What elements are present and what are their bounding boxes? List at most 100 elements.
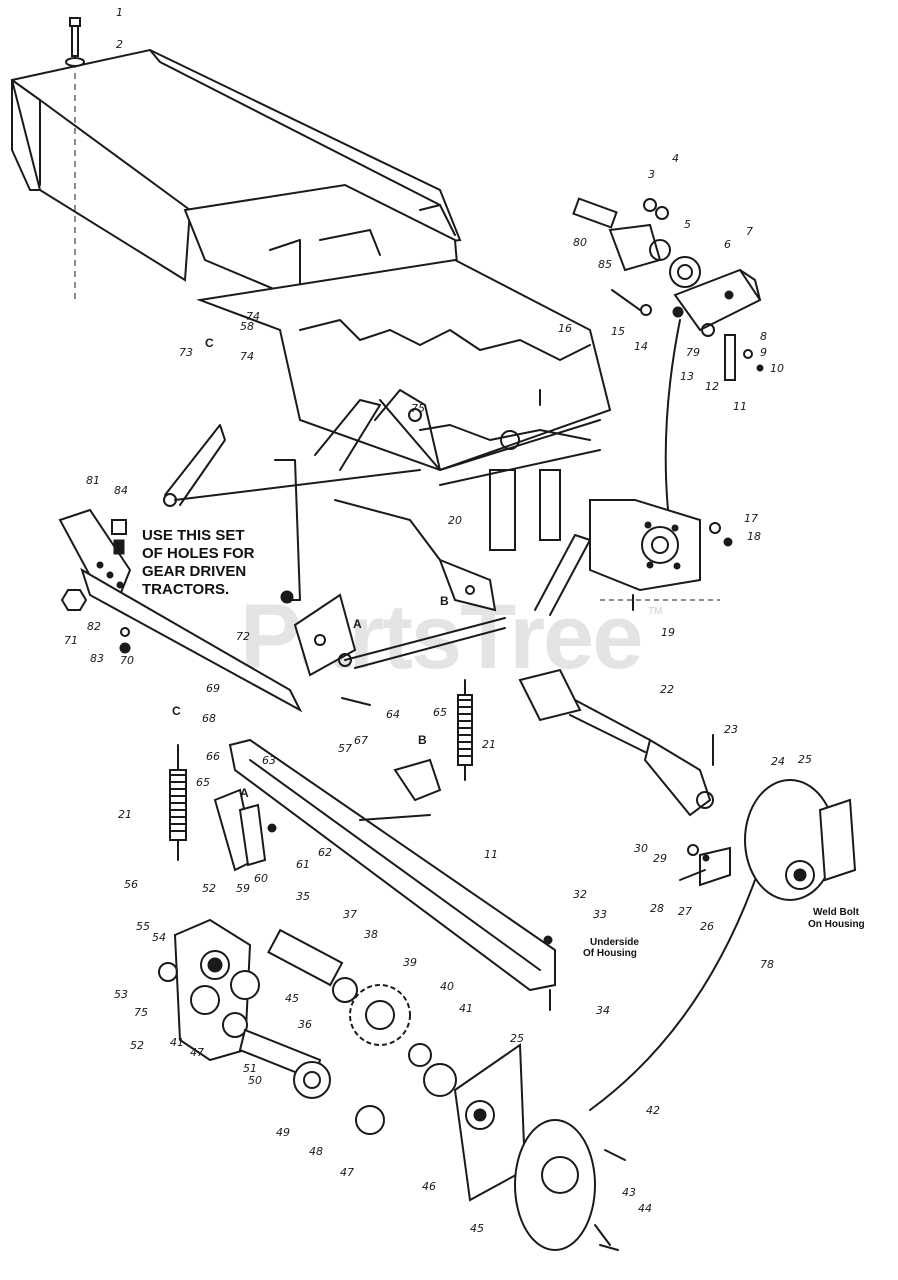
callout-number: 47 xyxy=(340,1166,354,1179)
callout-number: 20 xyxy=(448,514,462,527)
section-letter: A xyxy=(353,617,362,631)
callout-number: 84 xyxy=(114,484,128,497)
callout-number: 7 xyxy=(746,225,753,238)
callout-number: 12 xyxy=(705,380,719,393)
callout-number: 57 xyxy=(338,742,352,755)
callout-number: 40 xyxy=(440,980,454,993)
callout-number: 3 xyxy=(648,168,655,181)
watermark-trademark: TM xyxy=(648,606,662,617)
callout-number: 58 xyxy=(240,320,254,333)
callout-number: 10 xyxy=(770,362,784,375)
callout-number: 41 xyxy=(170,1036,184,1049)
callout-number: 46 xyxy=(422,1180,436,1193)
callout-number: 45 xyxy=(285,992,299,1005)
callout-number: 2 xyxy=(116,38,123,51)
annotation-underside: Underside Of Housing xyxy=(583,937,639,959)
callout-number: 6 xyxy=(724,238,731,251)
callout-number: 79 xyxy=(686,346,700,359)
callout-number: 33 xyxy=(593,908,607,921)
callout-number: 21 xyxy=(482,738,496,751)
callout-number: 52 xyxy=(202,882,216,895)
lift-linkage xyxy=(163,319,720,677)
callout-number: 64 xyxy=(386,708,400,721)
callout-number: 9 xyxy=(760,346,767,359)
callout-number: 65 xyxy=(433,706,447,719)
callout-number: 41 xyxy=(459,1002,473,1015)
spring-left xyxy=(169,744,187,861)
callout-number: 78 xyxy=(760,958,774,971)
instruction-note: USE THIS SET OF HOLES FOR GEAR DRIVEN TR… xyxy=(142,527,255,598)
callout-number: 18 xyxy=(747,530,761,543)
callout-number: 24 xyxy=(771,755,785,768)
callout-number: 16 xyxy=(558,322,572,335)
callout-number: 53 xyxy=(114,988,128,1001)
callout-number: 28 xyxy=(650,902,664,915)
callout-number: 83 xyxy=(90,652,104,665)
annotation-weld-bolt: Weld Bolt On Housing xyxy=(808,907,865,930)
callout-number: 11 xyxy=(484,848,498,861)
section-letter: B xyxy=(440,594,449,608)
callout-number: 49 xyxy=(276,1126,290,1139)
callout-number: 23 xyxy=(724,723,738,736)
weld-bolt-line-2: On Housing xyxy=(808,919,865,930)
callout-number: 73 xyxy=(179,346,193,359)
callout-number: 56 xyxy=(124,878,138,891)
callout-number: 30 xyxy=(634,842,648,855)
callout-number: 59 xyxy=(236,882,250,895)
callout-number: 36 xyxy=(298,1018,312,1031)
callout-number: 42 xyxy=(646,1104,660,1117)
weld-bolt-line-1: Weld Bolt xyxy=(813,907,860,918)
callout-number: 21 xyxy=(118,808,132,821)
callout-number: 45 xyxy=(470,1222,484,1235)
callout-number: 4 xyxy=(672,152,679,165)
callout-number: 61 xyxy=(296,858,310,871)
callout-number: 80 xyxy=(573,236,587,249)
pulley-assembly xyxy=(679,779,857,901)
callout-number: 70 xyxy=(120,654,134,667)
callout-number: 74 xyxy=(240,350,254,363)
callout-number: 69 xyxy=(206,682,220,695)
callout-number: 13 xyxy=(680,370,694,383)
callout-number: 47 xyxy=(190,1046,204,1059)
pto-clutch-hardware xyxy=(539,197,764,611)
callout-number: 35 xyxy=(296,890,310,903)
callout-number: 17 xyxy=(744,512,758,525)
callout-number: 63 xyxy=(262,754,276,767)
tractor-hood-housing xyxy=(10,40,612,551)
callout-number: 60 xyxy=(254,872,268,885)
callout-number: 34 xyxy=(596,1004,610,1017)
note-line-3: GEAR DRIVEN xyxy=(142,563,246,580)
callout-number: 26 xyxy=(700,920,714,933)
callout-number: 51 xyxy=(243,1062,257,1075)
callout-number: 85 xyxy=(598,258,612,271)
callout-number: 5 xyxy=(684,218,691,231)
section-letter: B xyxy=(418,733,427,747)
callout-number: 74 xyxy=(246,310,260,323)
underside-line-1: Underside xyxy=(590,937,639,948)
callout-number: 27 xyxy=(678,905,692,918)
underside-line-2: Of Housing xyxy=(583,948,637,959)
callout-number: 75 xyxy=(411,402,425,415)
note-line-2: OF HOLES FOR xyxy=(142,545,255,562)
callout-number: 25 xyxy=(798,753,812,766)
callout-number: 11 xyxy=(733,400,747,413)
callout-number: 32 xyxy=(573,888,587,901)
lift-bar-assembly xyxy=(58,508,556,1011)
callout-number: 50 xyxy=(248,1074,262,1087)
callout-number: 43 xyxy=(622,1186,636,1199)
gear-case-assembly xyxy=(158,879,756,1251)
callout-number: 82 xyxy=(87,620,101,633)
drive-shaft-assembly xyxy=(518,668,714,817)
callout-number: 75 xyxy=(134,1006,148,1019)
callout-number: 44 xyxy=(638,1202,652,1215)
callout-number: 62 xyxy=(318,846,332,859)
spring-right xyxy=(457,679,473,781)
callout-number: 71 xyxy=(64,634,78,647)
callout-number: 52 xyxy=(130,1039,144,1052)
callout-number: 15 xyxy=(611,325,625,338)
section-letter: C xyxy=(172,704,181,718)
callout-number: 14 xyxy=(634,340,648,353)
callout-number: 37 xyxy=(343,908,357,921)
